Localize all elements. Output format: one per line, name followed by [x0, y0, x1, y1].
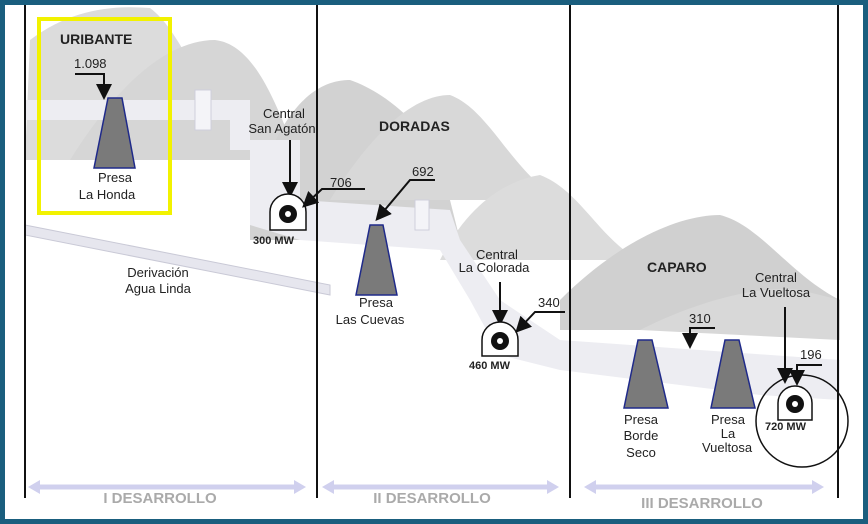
dam-las-cuevas: 692 Presa Las Cuevas [336, 164, 435, 327]
station-la-vueltosa: Central La Vueltosa 720 MW 196 [742, 270, 849, 468]
stage-label-3: III DESARROLLO [641, 495, 763, 512]
station-la-vueltosa-label-1: Central [755, 270, 797, 285]
station-la-colorada-label-1: Central [476, 247, 518, 262]
hydro-profile-diagram: URIBANTE DORADAS CAPARO 1.098 Presa La H… [24, 5, 849, 512]
station-san-agaton-power: 300 MW [253, 235, 295, 247]
elevation-borde-seco: 310 [689, 311, 711, 326]
dam-la-honda-label-2: La Honda [79, 187, 136, 202]
uribante-highlight-box [37, 17, 172, 215]
station-la-colorada-label-2: La Colorada [459, 260, 531, 275]
dam-borde-seco-label-2: Borde [624, 428, 659, 443]
elevation-san-agaton: 706 [330, 175, 352, 190]
dam-la-vueltosa-label-2: La [721, 426, 736, 441]
stage-separators [24, 5, 839, 498]
elevation-la-honda: 1.098 [74, 56, 107, 71]
waterway [24, 89, 840, 400]
region-uribante: URIBANTE [60, 31, 132, 47]
dam-las-cuevas-label-1: Presa [359, 295, 394, 310]
station-la-vueltosa-power: 720 MW [765, 421, 807, 433]
dam-borde-seco: Presa Borde Seco [623, 339, 669, 460]
stage-label-1: I DESARROLLO [103, 490, 217, 507]
dam-la-vueltosa-label-3: Vueltosa [702, 440, 753, 455]
region-doradas: DORADAS [379, 118, 450, 134]
station-la-colorada-power: 460 MW [469, 360, 511, 372]
derivation-label-2: Agua Linda [125, 281, 192, 296]
elevation-la-colorada: 340 [538, 295, 560, 310]
dam-la-honda-label-1: Presa [98, 170, 133, 185]
station-la-colorada: Central La Colorada 460 MW 340 [459, 247, 565, 372]
elevation-la-vueltosa: 196 [800, 347, 822, 362]
station-san-agaton: Central San Agatón 300 MW 706 [248, 106, 365, 247]
station-la-vueltosa-label-2: La Vueltosa [742, 285, 811, 300]
dam-la-honda: 1.098 Presa La Honda [74, 56, 136, 202]
dam-la-vueltosa-label-1: Presa [711, 412, 746, 427]
elevation-las-cuevas: 692 [412, 164, 434, 179]
derivation-label-1: Derivación [127, 265, 188, 280]
region-caparo: CAPARO [647, 259, 707, 275]
dam-la-vueltosa: Presa La Vueltosa [702, 339, 756, 455]
station-san-agaton-label-1: Central [263, 106, 305, 121]
dam-las-cuevas-label-2: Las Cuevas [336, 312, 405, 327]
station-san-agaton-label-2: San Agatón [248, 121, 315, 136]
stage-arrows [28, 480, 824, 494]
dam-borde-seco-label-1: Presa [624, 412, 659, 427]
dam-borde-seco-label-3: Seco [626, 445, 656, 460]
stage-label-2: II DESARROLLO [373, 490, 491, 507]
